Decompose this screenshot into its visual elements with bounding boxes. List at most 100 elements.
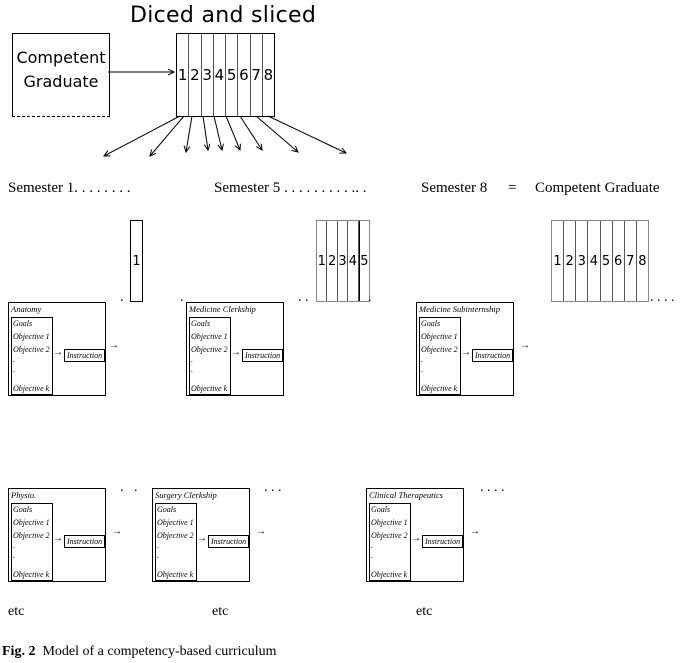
arrow-icon: → bbox=[53, 347, 63, 358]
graduate-label: Graduate bbox=[23, 72, 99, 91]
arrow-icon: → bbox=[411, 533, 421, 544]
dot: . bbox=[13, 365, 15, 374]
strip-cell: 4 bbox=[214, 34, 226, 116]
sem5-strip: 1 2 3 4 5 bbox=[316, 220, 370, 302]
strip-cell: 5 bbox=[358, 221, 369, 301]
objectives-box: Goals Objective 1 Objective 2 . . Object… bbox=[11, 317, 53, 395]
fan-arrow bbox=[213, 115, 222, 150]
strip-cell: 6 bbox=[613, 221, 625, 301]
dots: . . . . bbox=[480, 480, 505, 495]
competent-label: Competent bbox=[16, 48, 106, 67]
caption-text: Model of a competency-based curriculum bbox=[42, 644, 277, 659]
course-title: Medicine Subinternship bbox=[419, 304, 500, 314]
objectives-box: Goals Objective 1 Objective 2 . . Object… bbox=[189, 317, 231, 395]
strip-cell: 7 bbox=[251, 34, 263, 116]
sem1-strip: 1 bbox=[130, 220, 143, 302]
course-title: Anatomy bbox=[11, 304, 42, 314]
objective-1-label: Objective 1 bbox=[157, 518, 194, 527]
objective-k-label: Objective k bbox=[371, 570, 408, 579]
objective-k-label: Objective k bbox=[421, 384, 458, 393]
instruction-box: Instruction bbox=[208, 535, 250, 548]
figure-caption: Fig. 2 Model of a competency-based curri… bbox=[2, 644, 276, 660]
diagram-title: Diced and sliced bbox=[130, 3, 317, 28]
instruction-box: Instruction bbox=[472, 349, 514, 362]
objective-1-label: Objective 1 bbox=[13, 332, 50, 341]
dot: . bbox=[120, 290, 124, 305]
strip-cell: 1 bbox=[177, 34, 190, 116]
dot: . bbox=[180, 290, 184, 305]
dots: . . . bbox=[264, 480, 282, 495]
goals-label: Goals bbox=[13, 505, 33, 514]
top-strip: 1 2 3 4 5 6 7 8 bbox=[176, 33, 275, 117]
competent-graduate-target: Competent Graduate bbox=[535, 180, 660, 196]
dot: . bbox=[421, 365, 423, 374]
top-arrows bbox=[0, 0, 683, 170]
objective-2-label: Objective 2 bbox=[157, 531, 194, 540]
arrow-icon: → bbox=[256, 526, 266, 537]
strip-cell: 5 bbox=[601, 221, 613, 301]
arrow-icon: → bbox=[53, 533, 63, 544]
objective-k-label: Objective k bbox=[191, 384, 228, 393]
objective-2-label: Objective 2 bbox=[371, 531, 408, 540]
dot: . bbox=[13, 551, 15, 560]
objective-1-label: Objective 1 bbox=[421, 332, 458, 341]
dots: . . . . bbox=[650, 290, 675, 305]
objectives-box: Goals Objective 1 Objective 2 . . Object… bbox=[11, 503, 53, 581]
strip-cell: 5 bbox=[226, 34, 239, 116]
objective-2-label: Objective 2 bbox=[13, 345, 50, 354]
course-title: Clinical Therapeutics bbox=[369, 490, 443, 500]
goals-label: Goals bbox=[13, 319, 33, 328]
dot: . bbox=[157, 541, 159, 550]
dot: . bbox=[157, 551, 159, 560]
instruction-box: Instruction bbox=[422, 535, 464, 548]
instruction-box: Instruction bbox=[64, 535, 106, 548]
fan-arrow bbox=[225, 115, 240, 150]
fan-arrow bbox=[267, 115, 346, 153]
arrow-icon: → bbox=[231, 347, 241, 358]
arrow-icon: → bbox=[112, 526, 122, 537]
strip-cell: 2 bbox=[327, 221, 338, 301]
strip-cell: 2 bbox=[564, 221, 577, 301]
strip-cell: 3 bbox=[576, 221, 589, 301]
fan-arrow bbox=[104, 115, 181, 156]
course-box-surgery-clerkship: Surgery Clerkship Goals Objective 1 Obje… bbox=[152, 488, 266, 582]
equals-sign: = bbox=[508, 180, 517, 196]
strip-cell: 1 bbox=[552, 221, 565, 301]
instruction-box: Instruction bbox=[64, 349, 106, 362]
competent-graduate-label: Competent Graduate bbox=[13, 46, 109, 94]
goals-label: Goals bbox=[191, 319, 211, 328]
strip-cell: 6 bbox=[238, 34, 251, 116]
fan-arrow bbox=[150, 115, 185, 156]
strip-cell: 3 bbox=[202, 34, 214, 116]
strip-cell: 7 bbox=[625, 221, 637, 301]
strip-cell: 4 bbox=[588, 221, 601, 301]
dots: . . bbox=[120, 480, 138, 495]
objective-1-label: Objective 1 bbox=[191, 332, 228, 341]
course-box-clinical-therapeutics: Clinical Therapeutics Goals Objective 1 … bbox=[366, 488, 480, 582]
strip-cell: 3 bbox=[338, 221, 349, 301]
dot: . bbox=[371, 551, 373, 560]
objective-2-label: Objective 2 bbox=[421, 345, 458, 354]
objective-k-label: Objective k bbox=[13, 570, 50, 579]
course-title: Physio. bbox=[11, 490, 37, 500]
dot: . bbox=[421, 355, 423, 364]
etc-label: etc bbox=[8, 604, 25, 619]
dot: . bbox=[13, 355, 15, 364]
dot: . bbox=[13, 541, 15, 550]
objective-1-label: Objective 1 bbox=[371, 518, 408, 527]
objective-2-label: Objective 2 bbox=[13, 531, 50, 540]
dot: . bbox=[368, 290, 372, 305]
instruction-box: Instruction bbox=[242, 349, 284, 362]
goals-label: Goals bbox=[371, 505, 391, 514]
etc-label: etc bbox=[212, 604, 229, 619]
arrow-icon: → bbox=[197, 533, 207, 544]
figure-number: Fig. 2 bbox=[2, 644, 36, 659]
strip-cell: 8 bbox=[263, 66, 274, 84]
course-box-anatomy: Anatomy Goals Objective 1 Objective 2 . … bbox=[8, 302, 119, 396]
objective-2-label: Objective 2 bbox=[191, 345, 228, 354]
objective-1-label: Objective 1 bbox=[13, 518, 50, 527]
competent-graduate-box: Competent Graduate bbox=[12, 33, 110, 117]
fan-arrow bbox=[255, 115, 298, 152]
strip-cell: 1 bbox=[132, 253, 141, 269]
dot: . bbox=[371, 541, 373, 550]
